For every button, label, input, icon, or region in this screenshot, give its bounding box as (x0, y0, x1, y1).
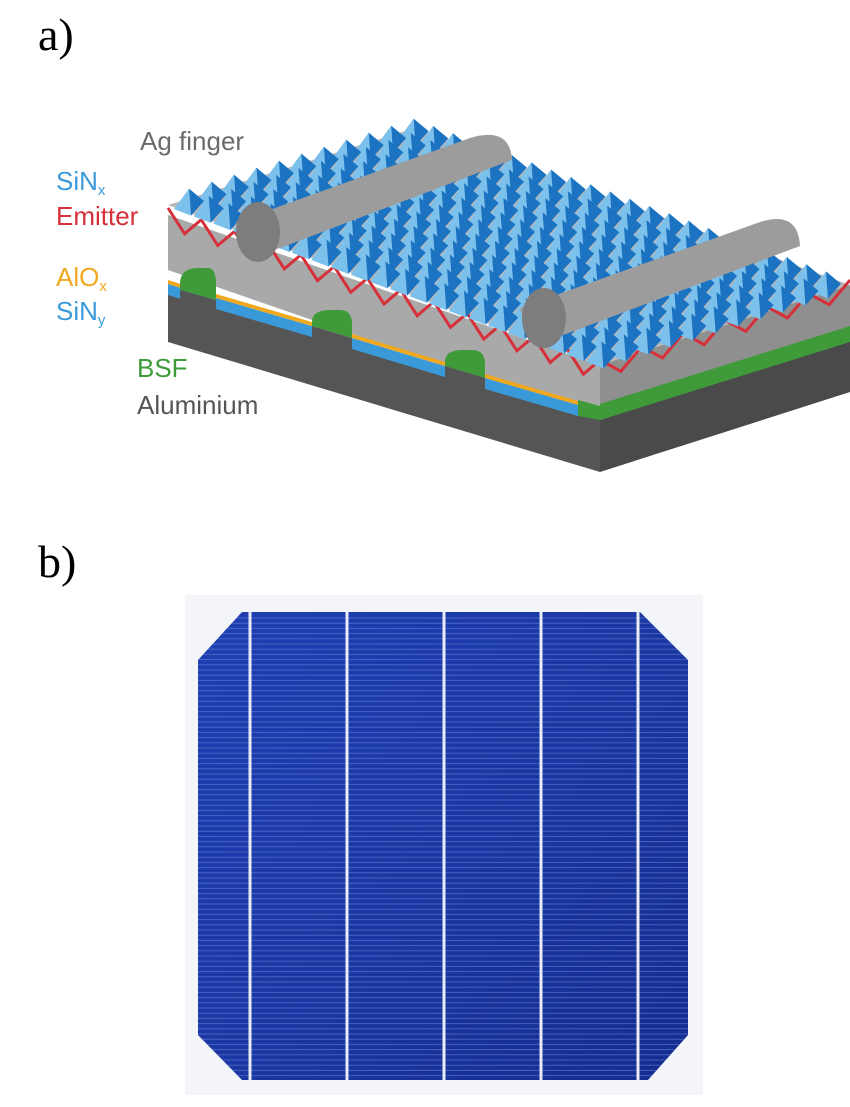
pyramid-face (350, 254, 368, 282)
pyramid-face (503, 305, 519, 332)
pyramid-face (444, 283, 460, 311)
pyramid-face (483, 297, 499, 325)
pyramid-face (409, 275, 427, 303)
bsf-contact (180, 268, 216, 300)
pyramid-face (326, 239, 342, 267)
pyramid-face (668, 320, 684, 348)
pyramid-face (189, 188, 205, 216)
pyramid-face (623, 334, 639, 362)
pyramid-face (586, 341, 604, 369)
pyramid-face (463, 290, 479, 318)
pyramid-face (331, 246, 349, 274)
perc-cross-section-diagram (166, 118, 850, 472)
busbar (636, 612, 640, 1080)
photo-background (185, 595, 703, 1095)
pyramid-face (306, 232, 322, 260)
bsf-contact (445, 350, 485, 378)
label-alox: AlOx (56, 262, 107, 295)
busbar (248, 612, 252, 1080)
pyramid-face (448, 290, 466, 318)
pyramid-face (228, 203, 244, 231)
panel-b-label: b) (38, 536, 77, 587)
busbar (442, 612, 446, 1080)
pyramid-face (825, 271, 841, 299)
pyramid-face (736, 299, 752, 327)
aluminium-contact (445, 366, 485, 420)
pyramid-face (370, 261, 388, 289)
cell-grid-fingers (198, 617, 688, 1077)
siny-layer (352, 338, 445, 377)
pyramid-face (581, 334, 597, 362)
cell-busbars (248, 612, 640, 1080)
pyramid-face (507, 312, 525, 340)
siny-layer (216, 298, 312, 337)
aluminium-right-side (600, 340, 850, 472)
pyramid-face (429, 283, 447, 311)
bsf-contact (312, 310, 352, 338)
pyramid-face (365, 254, 381, 282)
pyramid-face (691, 313, 707, 341)
pyramid-face (803, 278, 819, 306)
pyramid-face (758, 292, 774, 320)
panel-a-label: a) (38, 9, 74, 60)
ag-finger-2 (520, 219, 800, 348)
label-ag-finger: Ag finger (140, 126, 245, 156)
pyramid-face (193, 195, 211, 223)
bsf-right-side (600, 326, 850, 420)
pyramid-face (405, 268, 421, 296)
pyramid-face (291, 232, 309, 260)
pyramid-face (468, 297, 486, 325)
label-emitter: Emitter (56, 201, 139, 231)
pyramid-face (311, 239, 329, 267)
label-aluminium: Aluminium (137, 390, 259, 420)
pyramid-face (385, 261, 401, 289)
pyramid-face (781, 285, 797, 313)
alox-layer (485, 374, 578, 405)
pyramid-face (390, 268, 408, 296)
alox-layer (216, 294, 312, 326)
pyramid-face (424, 275, 440, 303)
alox-layer (352, 334, 445, 366)
bsf-layer (578, 400, 600, 420)
solar-cell (198, 612, 688, 1080)
pyramid-face (208, 195, 224, 223)
pyramid-face (213, 203, 231, 231)
pyramid-face (346, 246, 362, 274)
busbar (345, 612, 349, 1080)
aluminium-front-face (168, 288, 600, 472)
pyramid-face (488, 305, 506, 332)
label-siny: SiNy (56, 296, 106, 329)
pyramid-face (601, 341, 617, 369)
aluminium-contact (180, 290, 216, 340)
silicon-front-face (168, 215, 600, 420)
label-sinx: SiNx (56, 166, 106, 199)
busbar (539, 612, 543, 1080)
pyramid-face (174, 188, 192, 216)
label-bsf: BSF (137, 353, 188, 383)
pyramid-face (566, 334, 584, 362)
siny-layer (485, 378, 578, 416)
aluminium-contact (312, 326, 352, 380)
pyramid-face (646, 327, 662, 355)
ag-finger-1 (236, 134, 512, 262)
pyramid-face (713, 306, 729, 334)
